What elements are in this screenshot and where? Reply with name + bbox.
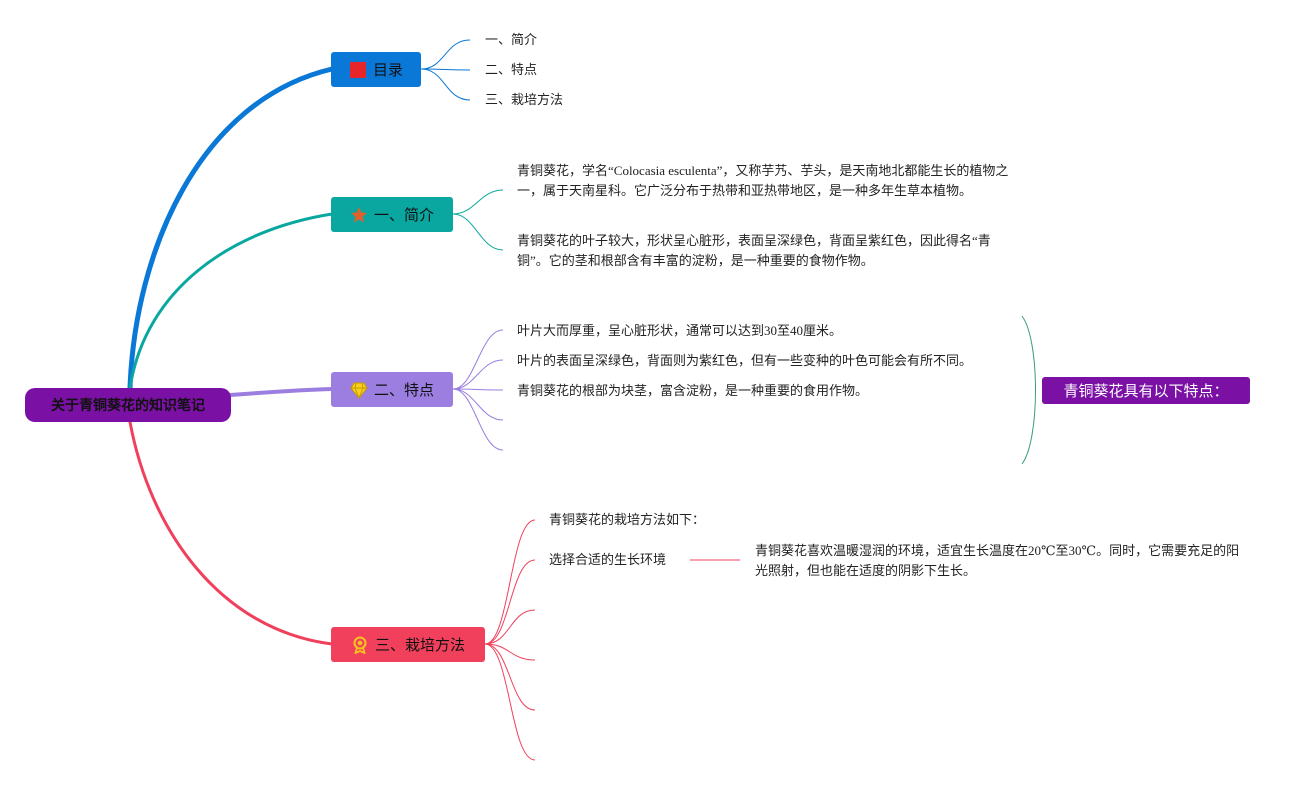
link-toc-1 [420,39,471,70]
link-toc-2 [420,68,471,71]
branch-features[interactable]: 二、特点 [331,372,453,407]
link-root-cultivation [128,420,334,646]
toc-item-2[interactable]: 二、特点 [485,63,538,78]
link-toc-3 [420,68,471,101]
features-summary-label: 青铜葵花具有以下特点： [1063,382,1229,400]
root-label: 关于青铜葵花的知识笔记 [51,397,205,413]
branch-toc-label: 目录 [372,61,403,79]
branch-features-label: 二、特点 [373,381,434,399]
link-cult-2 [484,559,536,645]
link-root-toc [127,66,335,391]
toc-item-3[interactable]: 三、栽培方法 [485,93,564,108]
branch-toc[interactable]: 目录 [331,52,421,87]
features-item-3[interactable]: 青铜葵花的根部为块茎，富含淀粉，是一种重要的食用作物。 [517,383,869,398]
summary-bracket [1021,315,1036,465]
branch-intro-label: 一、简介 [373,206,434,224]
diamond-icon [350,382,368,399]
link-cult-5 [484,643,536,711]
branch-intro[interactable]: 一、简介 [331,197,453,232]
link-features-5 [452,388,504,451]
features-item-1[interactable]: 叶片大而厚重，呈心脏形状，通常可以达到30至40厘米。 [517,323,843,338]
link-intro-2 [452,213,504,251]
award-icon [353,636,367,654]
branch-cultivation-label: 三、栽培方法 [374,636,465,654]
link-root-intro [128,212,334,390]
root-node[interactable]: 关于青铜葵花的知识笔记 [25,388,231,422]
intro-item-2[interactable]: 青铜葵花的叶子较大，形状呈心脏形，表面呈深绿色，背面呈紫红色，因此得名“青铜”。… [517,233,991,268]
link-root-features [228,387,334,397]
toc-item-1[interactable]: 一、简介 [485,33,538,48]
link-features-4 [452,388,504,421]
link-cult-1 [484,519,536,645]
cultivation-item-1[interactable]: 青铜葵花的栽培方法如下： [549,513,706,528]
cultivation-detail[interactable]: 青铜葵花喜欢温暖湿润的环境，适宜生长温度在20℃至30℃。同时，它需要充足的阳光… [755,543,1240,578]
link-cult-6 [484,643,536,761]
link-cult-3 [484,609,536,645]
link-cult-4 [484,643,536,661]
cultivation-item-2[interactable]: 选择合适的生长环境 [549,553,667,568]
star-icon [350,206,367,222]
intro-item-1[interactable]: 青铜葵花，学名“Colocasia esculenta”，又称芋艿、芋头，是天南… [517,163,1009,198]
red-flag-icon [349,61,366,78]
features-summary[interactable]: 青铜葵花具有以下特点： [1042,377,1250,404]
link-features-1 [452,329,504,390]
link-features-3 [452,388,504,391]
link-intro-1 [452,189,504,215]
branch-cultivation[interactable]: 三、栽培方法 [331,627,485,662]
features-item-2[interactable]: 叶片的表面呈深绿色，背面则为紫红色，但有一些变种的叶色可能会有所不同。 [517,353,973,368]
link-features-2 [452,359,504,390]
